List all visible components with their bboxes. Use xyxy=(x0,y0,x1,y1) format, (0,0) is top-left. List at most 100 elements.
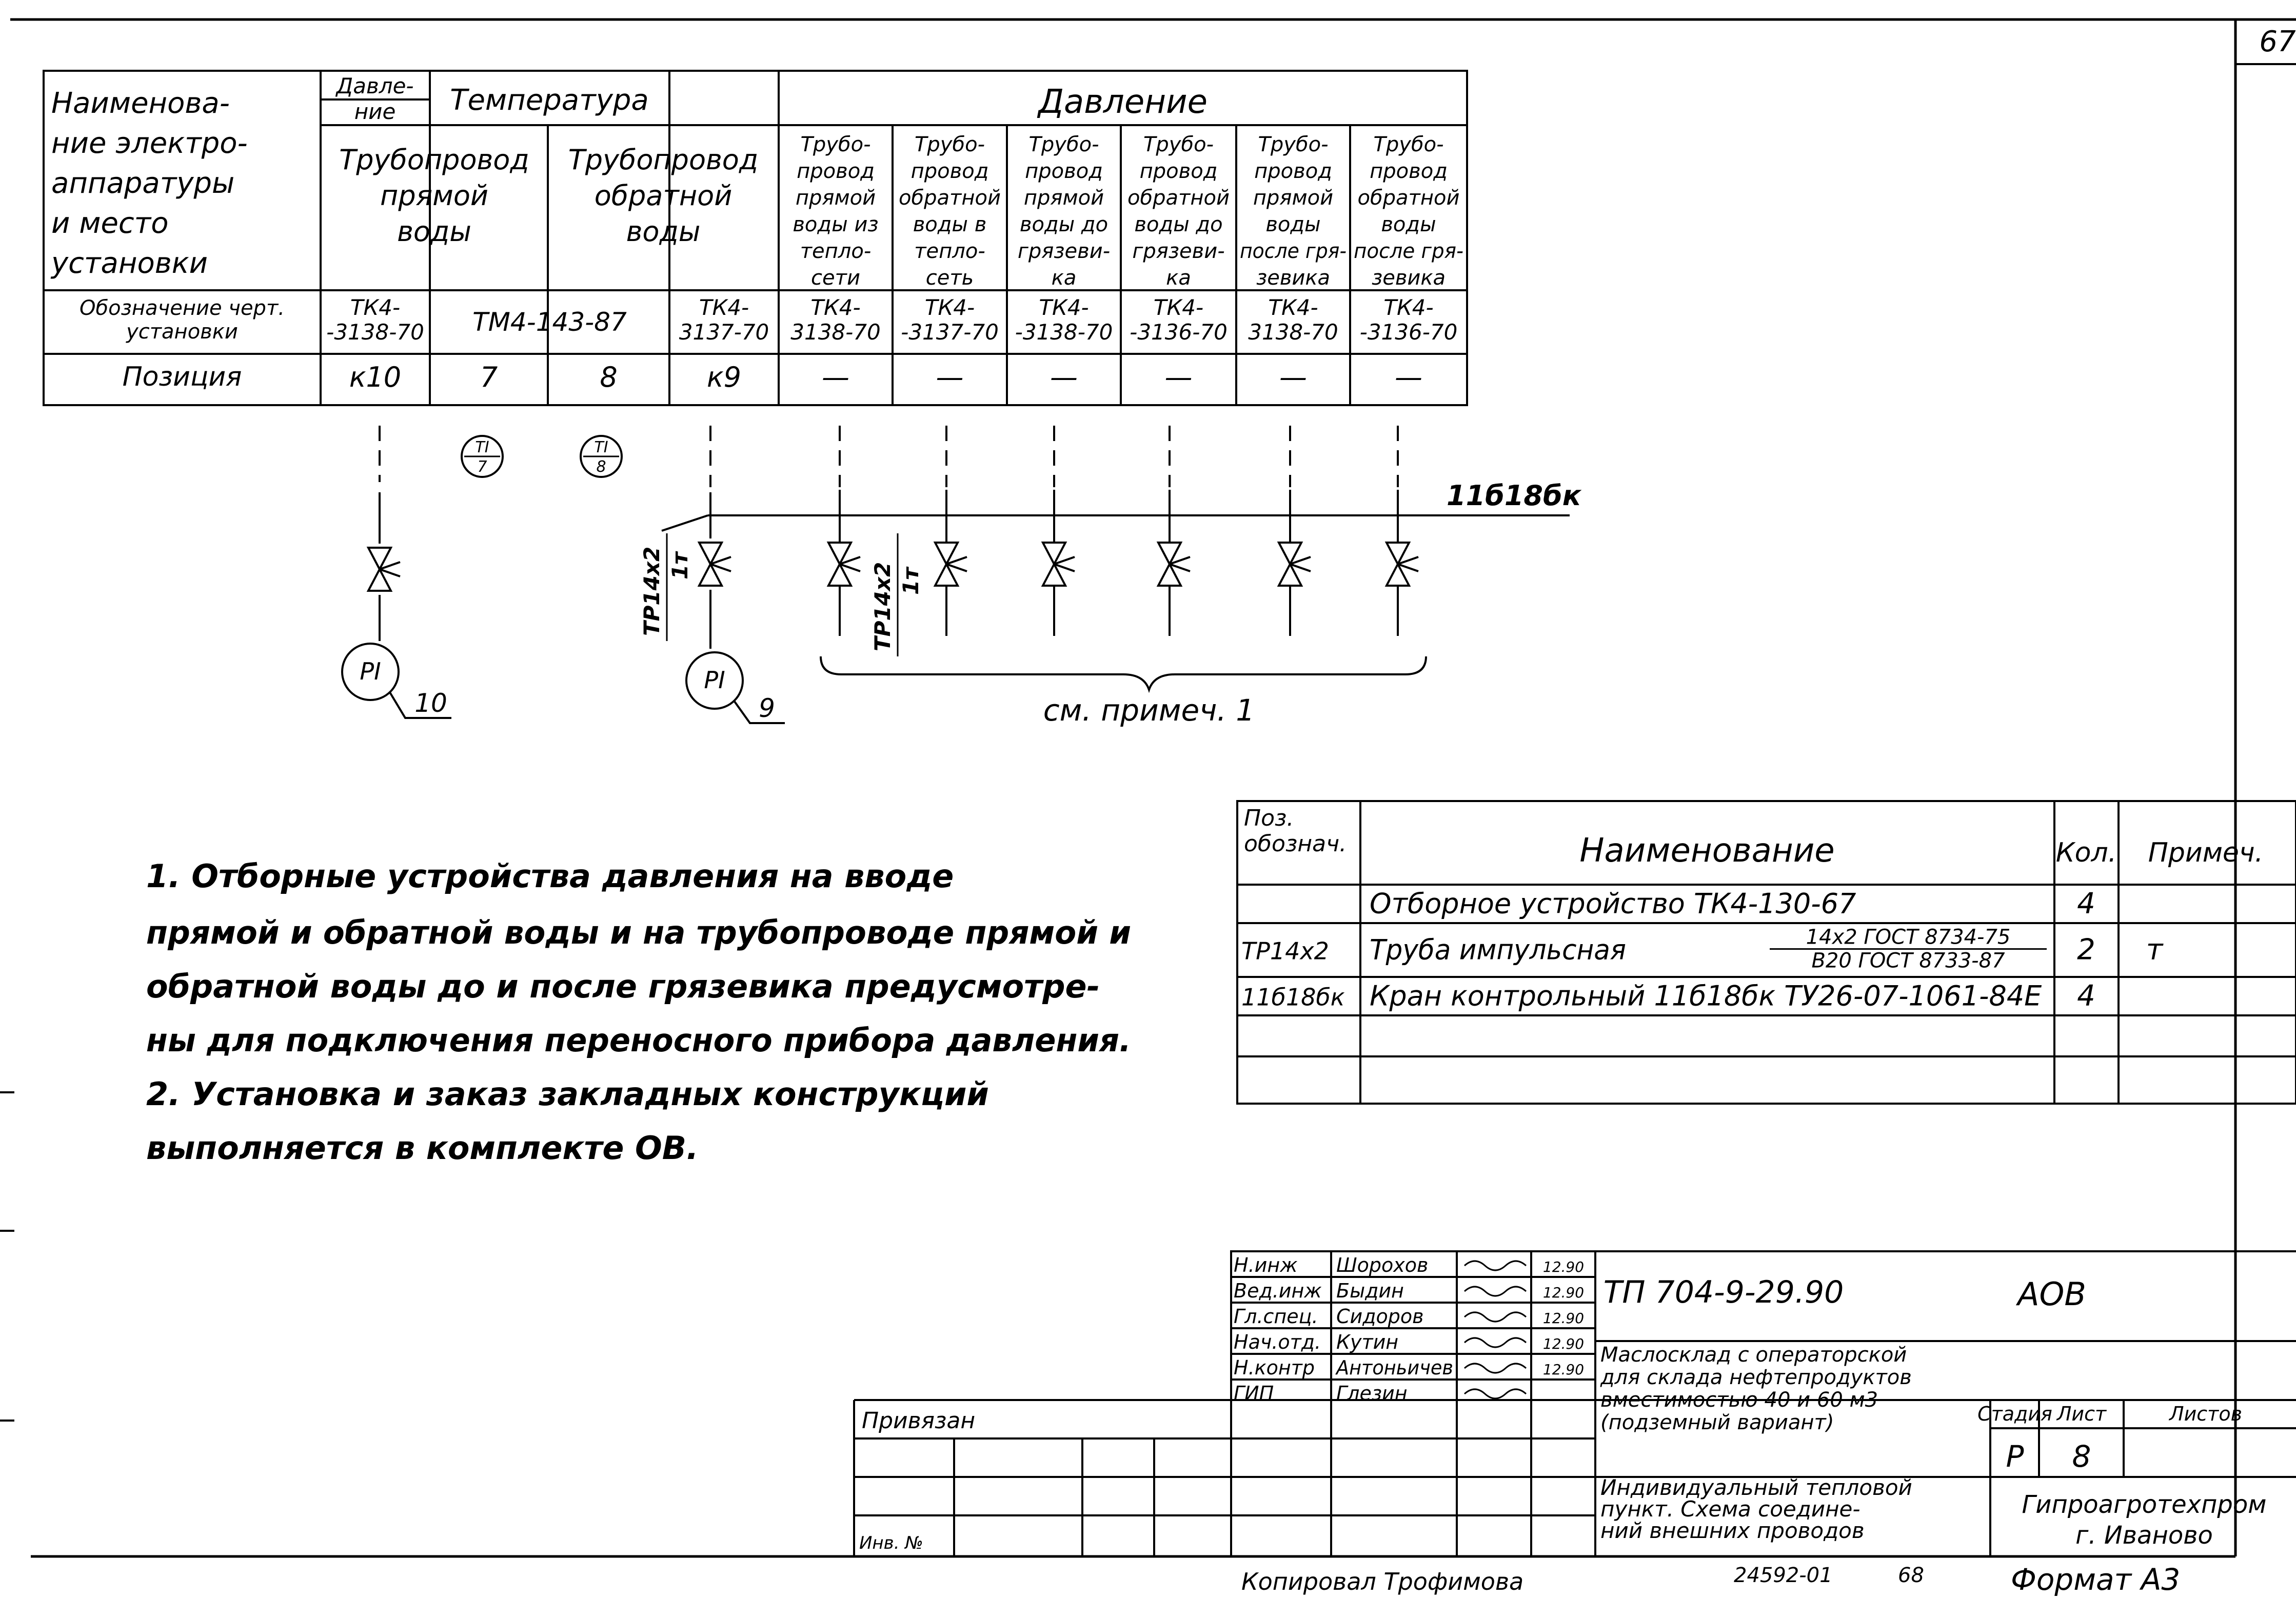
ti-8-pos: 8 xyxy=(596,458,606,476)
connection-schematic: TI 7 TI 8 PI 10 PI 9 11б18бк ТР14х2 1т xyxy=(341,426,1582,728)
pipe-column-header: грязеви- xyxy=(1132,239,1224,263)
drawing-number: -3138-70 xyxy=(1015,319,1113,345)
device-header-line: ние электро- xyxy=(51,127,248,160)
spec-row-name: Отборное устройство ТК4-130-67 xyxy=(1370,888,1856,920)
position-row-label: Позиция xyxy=(123,362,242,392)
valve-code-label: 11б18бк xyxy=(1447,479,1582,512)
sheet-value: 8 xyxy=(2072,1439,2091,1474)
drawing-number: -3136-70 xyxy=(1360,319,1458,345)
drawing-number: -3137-70 xyxy=(901,319,999,345)
position-value: к9 xyxy=(707,361,741,393)
project-title-line: (подземный вариант) xyxy=(1600,1411,1834,1434)
ti-8-tag: TI xyxy=(594,438,608,456)
pipe-column-header: провод xyxy=(1370,159,1448,183)
position-value: 7 xyxy=(480,361,498,393)
pipe-column-header: сеть xyxy=(926,266,974,290)
spec-qty-header: Кол. xyxy=(2056,837,2117,868)
notes-block: 1. Отборные устройства давления на вводе… xyxy=(146,857,1131,1167)
pipe-column-header: зевика xyxy=(1256,266,1330,290)
sheet-label: Лист xyxy=(2056,1403,2107,1425)
pipe-column-header: воды из xyxy=(793,213,878,236)
spec-row-standard: В20 ГОСТ 8733-87 xyxy=(1811,949,2005,973)
spec-row-qty: 2 xyxy=(2077,933,2095,967)
spec-row-name: Кран контрольный 11б18бк ТУ26-07-1061-84… xyxy=(1370,980,2042,1012)
spec-pos-header: Поз. xyxy=(1244,805,1294,831)
pipe-column-header: после гря- xyxy=(1354,239,1463,263)
ti-7-pos: 7 xyxy=(477,458,487,476)
drawing-number: ТК4- xyxy=(925,295,975,320)
drawing-number: 3137-70 xyxy=(679,319,769,345)
drawing-row-label: установки xyxy=(126,320,238,344)
drawing-number: 3138-70 xyxy=(1248,319,1338,345)
pipe-column-header: прямой xyxy=(380,179,488,212)
signature-date: 12.90 xyxy=(1543,1284,1584,1301)
drawing-row-label: Обозначение черт. xyxy=(80,296,285,320)
title-block-grid xyxy=(853,1250,2296,1556)
sheet-title-line: Индивидуальный тепловой xyxy=(1600,1475,1912,1500)
signature-date: 12.90 xyxy=(1543,1258,1584,1275)
drawing-number: ТК4- xyxy=(810,295,860,320)
doc-code: ТП 704-9-29.90 xyxy=(1604,1274,1844,1310)
pipe-column-header: воды до xyxy=(1134,213,1222,236)
position-value: — xyxy=(1279,361,1307,393)
position-value: — xyxy=(1050,361,1078,393)
spec-row-qty: 4 xyxy=(2077,887,2095,921)
signature-name: Быдин xyxy=(1336,1280,1404,1302)
spec-pos-header: обознач. xyxy=(1244,831,1347,857)
pipe-column-header: тепло- xyxy=(914,239,985,263)
pipe-column-header: Трубопровод xyxy=(339,144,529,176)
pipe-lines xyxy=(379,426,1508,649)
device-header-line: аппаратуры xyxy=(51,167,234,200)
drawing-number: ТК4- xyxy=(1383,295,1433,320)
valve-pos-10 xyxy=(366,547,401,592)
pipe-column-header: воды xyxy=(626,215,701,248)
signature-role: Н.контр xyxy=(1234,1356,1315,1379)
handwritten-signature xyxy=(1463,1260,1527,1271)
device-header-line: Наименова- xyxy=(51,87,230,120)
group-temperature-header: Температура xyxy=(450,84,648,117)
pipe-column-header: воды xyxy=(1381,213,1436,236)
group-pressure-header: ние xyxy=(354,99,396,124)
device-header-line: установки xyxy=(50,247,208,280)
signature-date: 12.90 xyxy=(1543,1310,1584,1327)
org-city: г. Иваново xyxy=(2075,1521,2213,1550)
handwritten-signature xyxy=(1463,1311,1527,1323)
pi-9-tag: PI xyxy=(704,666,725,694)
pipe-column-header: обратной xyxy=(899,186,1001,210)
pipe-column-header: обратной xyxy=(1127,186,1230,210)
signature-role: Вед.инж xyxy=(1234,1280,1322,1302)
spec-row-pos: 11б18бк xyxy=(1241,984,1345,1011)
spec-name-header: Наименование xyxy=(1579,832,1834,870)
valve-pos-9 xyxy=(697,542,731,587)
pipe-column-header: Трубо- xyxy=(800,133,870,156)
project-title-line: Маслосклад с операторской xyxy=(1600,1343,1907,1367)
pi-9-symbol: PI 9 xyxy=(685,651,785,724)
valves xyxy=(366,426,1419,636)
drawing-number: ТМ4-143-87 xyxy=(472,307,627,337)
inv-no-label: Инв. № xyxy=(859,1533,923,1553)
spec-table-grid xyxy=(1236,800,2296,1105)
pipe-column-header: Трубо- xyxy=(1258,133,1328,156)
position-value: 8 xyxy=(600,361,617,393)
signature-date: 12.90 xyxy=(1543,1335,1584,1352)
pi-10-symbol: PI 10 xyxy=(341,643,451,719)
signature-name: Шорохов xyxy=(1336,1254,1428,1276)
pipe-column-header: воды xyxy=(1265,213,1320,236)
position-value: — xyxy=(822,361,849,393)
signature-name: Глезин xyxy=(1336,1382,1408,1405)
note-line: ны для подключения переносного прибора д… xyxy=(146,1022,1131,1059)
pipe-column-header: сети xyxy=(811,266,860,290)
drawing-number: ТК4- xyxy=(350,295,400,320)
pipe-column-header: провод xyxy=(797,159,875,183)
tube-label-2: ТР14х2 xyxy=(870,562,895,651)
footer: Копировал Трофимова 24592-01 68 Формат А… xyxy=(1241,1562,2180,1597)
position-value: — xyxy=(1395,361,1422,393)
valve-branch-4 xyxy=(1156,542,1191,587)
pipe-column-header: Трубопровод xyxy=(568,144,758,176)
valve-branch-3 xyxy=(1041,542,1075,587)
sheets-label: Листов xyxy=(2168,1403,2242,1425)
